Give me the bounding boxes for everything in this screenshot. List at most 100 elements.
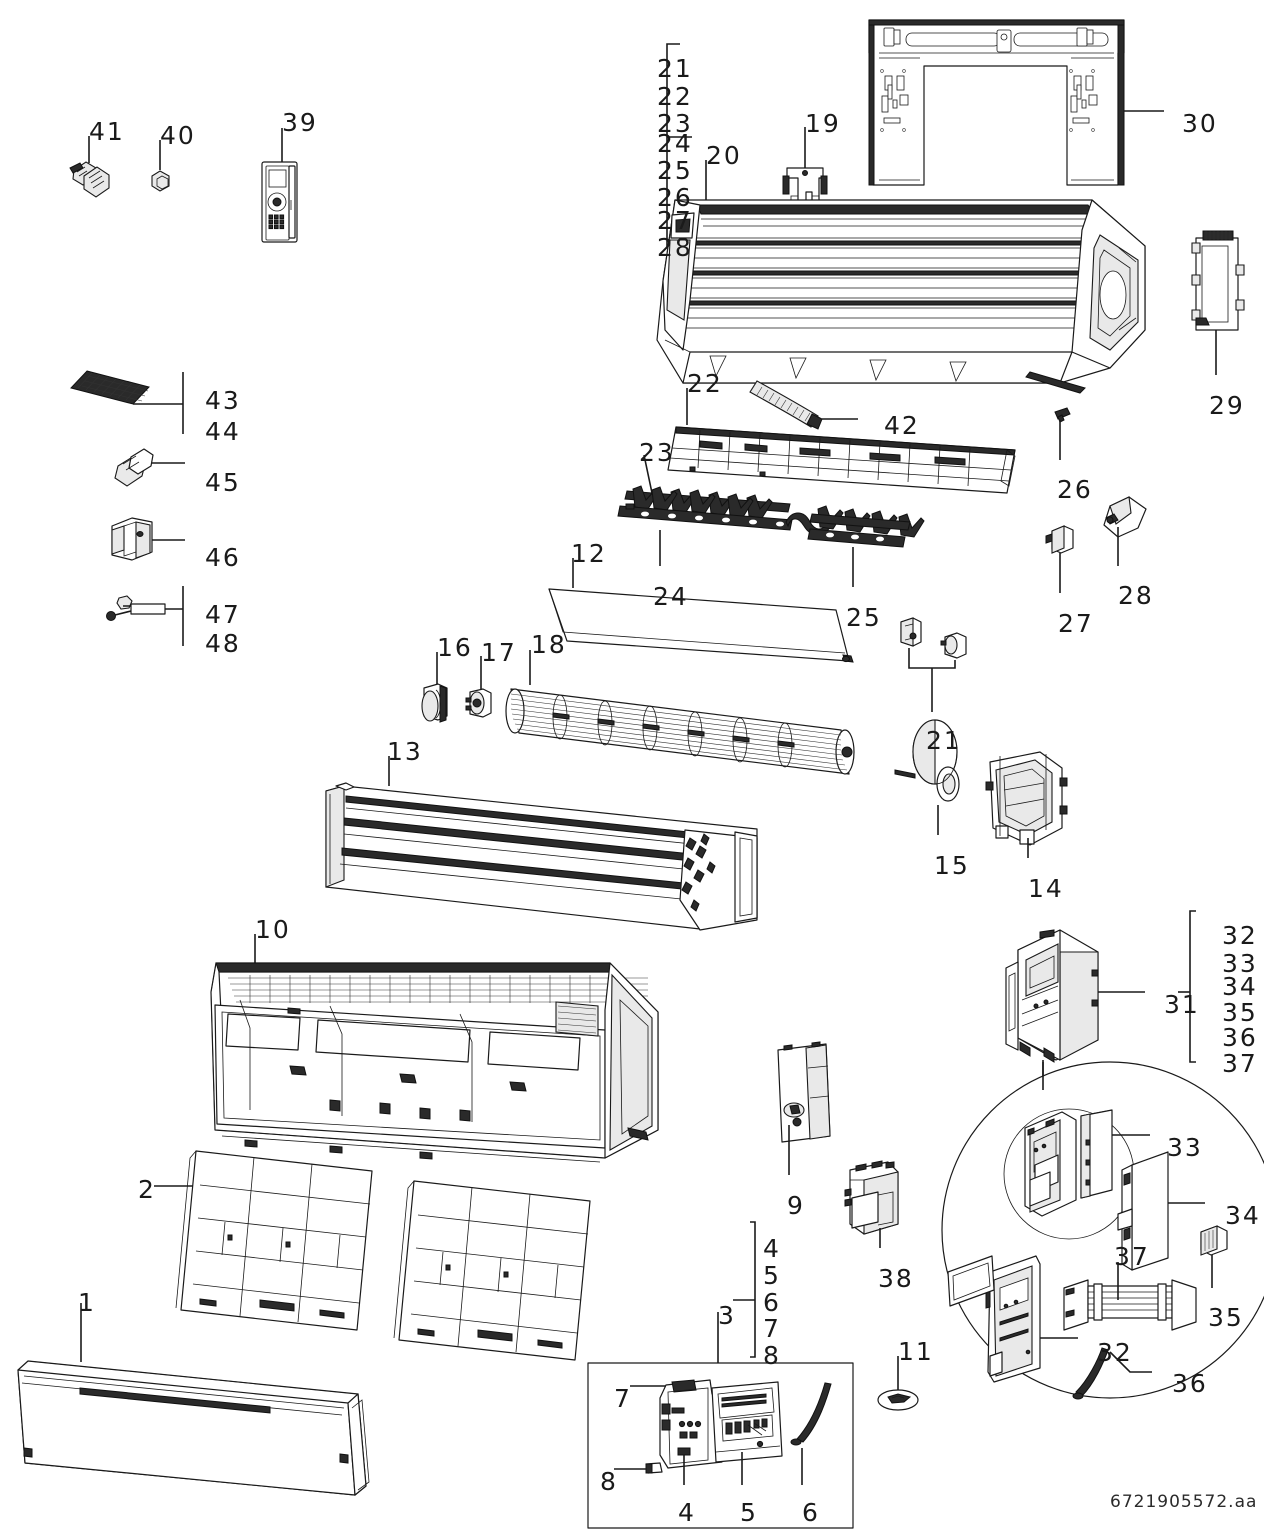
detail-part-37 <box>1063 1262 1197 1331</box>
callout-27: 27 <box>1058 609 1094 638</box>
detail-part-32 <box>947 1255 1078 1383</box>
list-item-48: 48 <box>205 629 241 658</box>
callout-1: 1 <box>78 1288 96 1317</box>
document-code: 6721905572.aa <box>1110 1492 1258 1512</box>
callout-8: 8 <box>763 1341 781 1370</box>
detail-part-35 <box>1200 1225 1228 1288</box>
part-25-louver-bank-right <box>807 505 925 587</box>
callout-10: 10 <box>255 915 291 944</box>
callout-23: 23 <box>639 438 675 467</box>
callout-21: 21 <box>926 726 962 755</box>
part-41-pipe-fitting <box>69 136 110 198</box>
callout-4-detail: 4 <box>678 1498 696 1527</box>
list-item-33: 33 <box>1222 949 1258 978</box>
callout-3: 3 <box>718 1301 736 1330</box>
callout-28: 28 <box>1118 581 1154 610</box>
callout-25: 25 <box>846 603 882 632</box>
part-43-44-filter-mesh <box>70 370 184 434</box>
list-item-32: 32 <box>1222 921 1258 950</box>
callout-40: 40 <box>160 121 196 150</box>
part-2-air-filter-left <box>154 1150 373 1331</box>
callout-36-detail: 36 <box>1172 1369 1208 1398</box>
callout-39: 39 <box>282 108 318 137</box>
callout-37-detail: 37 <box>1114 1242 1150 1271</box>
callout-46: 46 <box>205 543 241 572</box>
part-22-grille-frame <box>667 388 1016 494</box>
group-bracket-3 <box>717 1221 756 1365</box>
callout-33-detail: 33 <box>1167 1133 1203 1162</box>
list-item-22: 22 <box>657 82 693 111</box>
callout-6: 6 <box>763 1288 781 1317</box>
list-item-44: 44 <box>205 417 241 446</box>
callout-17: 17 <box>481 638 517 667</box>
list-item-28: 28 <box>657 233 693 262</box>
list-item-36: 36 <box>1222 1023 1258 1052</box>
inset-control-box-detail <box>587 1362 854 1529</box>
part-21-bearing-pair <box>900 617 967 712</box>
callout-30: 30 <box>1182 109 1218 138</box>
list-item-21: 21 <box>657 54 693 83</box>
part-18-cross-flow-fan <box>505 650 855 775</box>
part-29-side-terminal-cover <box>1191 230 1245 375</box>
callout-29: 29 <box>1209 391 1245 420</box>
callout-31: 31 <box>1164 990 1200 1019</box>
list-item-23: 23 <box>657 109 693 138</box>
part-27-bush <box>1045 525 1074 593</box>
callout-34-detail: 34 <box>1225 1201 1261 1230</box>
callout-35-detail: 35 <box>1208 1303 1244 1332</box>
callout-20: 20 <box>706 141 742 170</box>
part-47-48-sensor <box>106 586 184 646</box>
part-11-cap-plug <box>877 1356 919 1411</box>
part-31-electrical-box <box>1005 929 1145 1090</box>
detail-circle-callout <box>941 1061 1264 1400</box>
callout-42: 42 <box>884 411 920 440</box>
part-2-air-filter-right <box>393 1180 591 1361</box>
list-item-27: 27 <box>657 206 693 235</box>
list-item-37: 37 <box>1222 1049 1258 1078</box>
list-item-43: 43 <box>205 386 241 415</box>
callout-9: 9 <box>787 1191 805 1220</box>
callout-16: 16 <box>437 633 473 662</box>
callout-14: 14 <box>1028 874 1064 903</box>
detail-part-36 <box>1072 1347 1152 1400</box>
list-item-47: 47 <box>205 600 241 629</box>
callout-38: 38 <box>878 1264 914 1293</box>
list-item-25: 25 <box>657 156 693 185</box>
part-15-fan-motor <box>894 719 960 835</box>
detail-part-33 <box>1024 1109 1150 1217</box>
group-bracket-31 <box>1178 910 1196 1063</box>
callout-32-detail: 32 <box>1097 1338 1133 1367</box>
callout-4: 4 <box>763 1234 781 1263</box>
callout-2: 2 <box>138 1175 156 1204</box>
callout-8-detail: 8 <box>600 1467 618 1496</box>
callout-22: 22 <box>687 369 723 398</box>
part-23-24-louver-bank-left <box>617 454 831 566</box>
part-19-mounting-hook-clip <box>782 127 828 203</box>
callout-13: 13 <box>387 737 423 766</box>
callout-45: 45 <box>205 468 241 497</box>
callout-5: 5 <box>763 1261 781 1290</box>
callout-41: 41 <box>89 117 125 146</box>
part-14-motor-bracket <box>985 751 1068 858</box>
part-10-chassis-rear-body <box>210 934 659 1163</box>
part-46-hinge-bracket <box>111 517 185 561</box>
list-item-34: 34 <box>1222 972 1258 1001</box>
callout-7-detail: 7 <box>614 1384 632 1413</box>
callout-15: 15 <box>934 851 970 880</box>
part-16-bearing-housing <box>421 652 448 723</box>
detail-part-34 <box>1117 1151 1205 1271</box>
part-12-discharge-flap <box>548 558 854 663</box>
part-20-front-grille-assembly <box>656 160 1146 394</box>
part-26-screw <box>1054 407 1071 460</box>
part-39-remote-control <box>261 128 298 243</box>
callout-19: 19 <box>805 109 841 138</box>
part-28-display-window <box>1103 496 1147 566</box>
part-45-filter-clip <box>114 448 185 487</box>
callout-7: 7 <box>763 1314 781 1343</box>
part-13-heat-exchanger <box>325 756 758 931</box>
callout-24: 24 <box>653 582 689 611</box>
callout-11: 11 <box>898 1337 934 1366</box>
list-item-26: 26 <box>657 183 693 212</box>
